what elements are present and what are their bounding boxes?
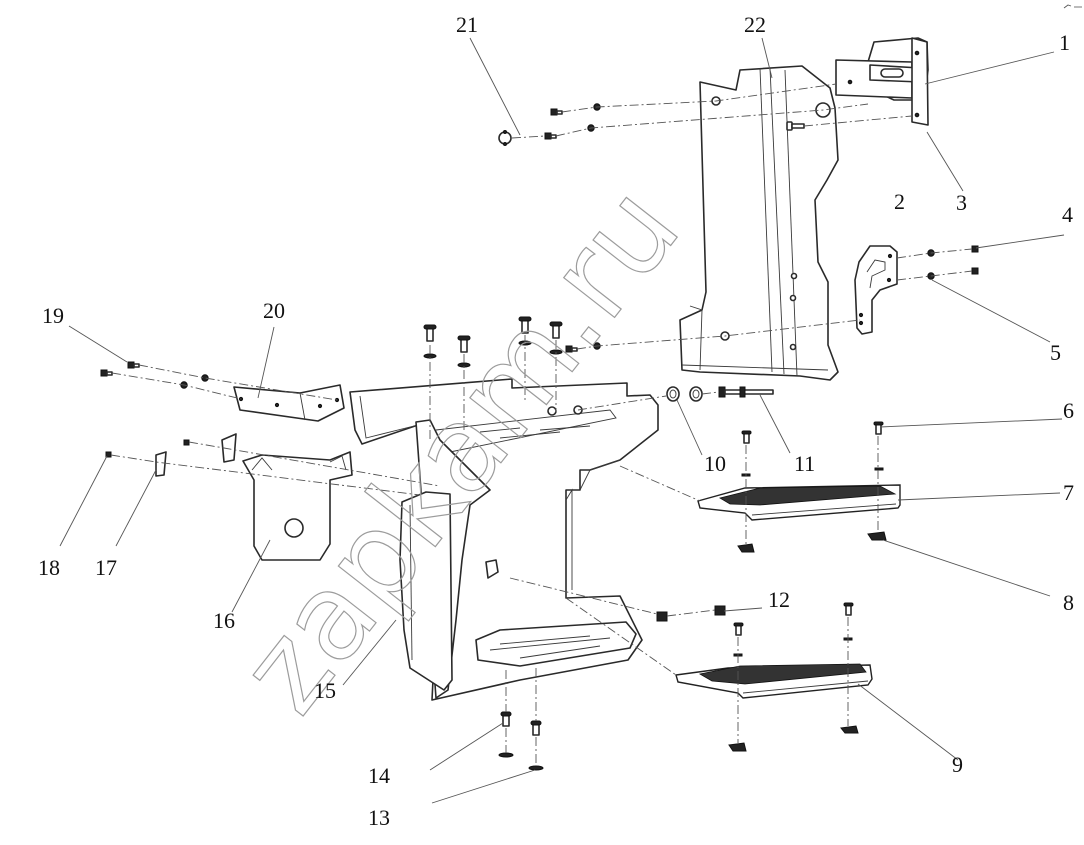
callout-10: 10 <box>704 451 726 476</box>
callout-14: 14 <box>368 763 390 788</box>
callout-17: 17 <box>95 555 117 580</box>
callout-20: 20 <box>263 298 285 323</box>
part-16-panel <box>242 451 353 561</box>
part-11-bolt <box>718 386 774 398</box>
part-22-mounting-bracket <box>679 65 839 381</box>
fasteners-tread-upper <box>737 421 887 553</box>
fasteners-bottom <box>498 711 544 771</box>
callout-3: 3 <box>956 190 967 215</box>
fasteners-tread-lower <box>656 602 859 752</box>
callout-21: 21 <box>456 12 478 37</box>
part-21-round-cap <box>498 130 512 146</box>
part-10-washers <box>666 386 703 402</box>
callout-15: 15 <box>314 678 336 703</box>
corner-mark <box>1063 4 1082 9</box>
callouts: 1 2 3 4 5 6 7 8 9 10 11 12 13 14 15 16 1… <box>38 12 1074 830</box>
callout-7: 7 <box>1063 480 1074 505</box>
callout-4: 4 <box>1062 202 1073 227</box>
callout-1: 1 <box>1059 30 1070 55</box>
part-7-upper-tread <box>697 484 901 521</box>
part-3-bolt <box>786 121 805 131</box>
callout-2: 2 <box>894 189 905 214</box>
part-15-step-housing <box>349 378 659 701</box>
part-2-bracket <box>854 245 898 335</box>
callout-18: 18 <box>38 555 60 580</box>
callout-8: 8 <box>1063 590 1074 615</box>
callout-5: 5 <box>1050 340 1061 365</box>
callout-13: 13 <box>368 805 390 830</box>
leader-lines <box>59 37 1065 804</box>
callout-6: 6 <box>1063 398 1074 423</box>
part-1-hinge-bracket <box>835 37 929 126</box>
callout-19: 19 <box>42 303 64 328</box>
callout-9: 9 <box>952 752 963 777</box>
callout-11: 11 <box>794 451 815 476</box>
part-9-lower-tread <box>675 663 873 699</box>
fasteners-upper <box>544 103 979 353</box>
callout-12: 12 <box>768 587 790 612</box>
part-20-angle-bracket <box>233 384 345 422</box>
fasteners-clips <box>105 433 237 477</box>
callout-16: 16 <box>213 608 235 633</box>
assembly-lines <box>110 83 973 766</box>
callout-22: 22 <box>744 12 766 37</box>
